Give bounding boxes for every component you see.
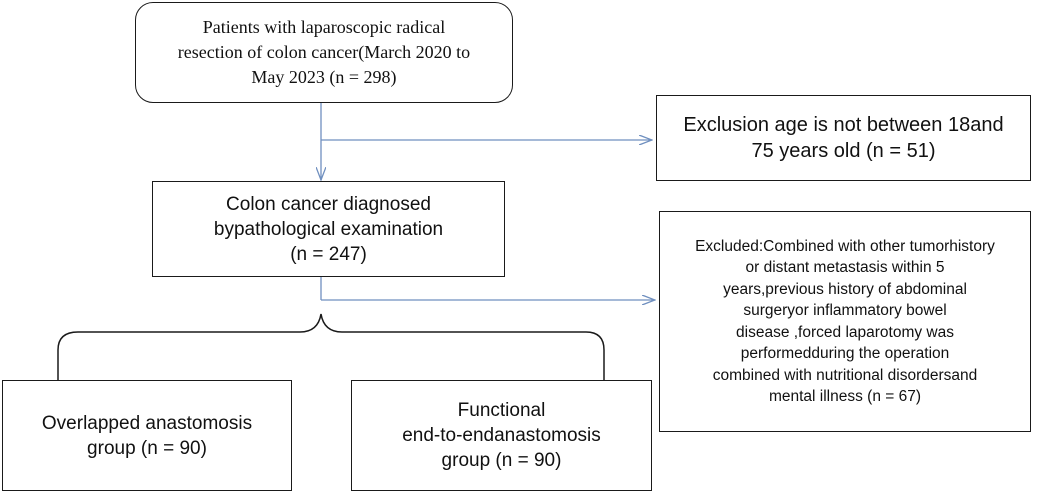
exclusion-age-box: Exclusion age is not between 18and 75 ye… bbox=[656, 95, 1031, 181]
diagnosed-box: Colon cancer diagnosed bypathological ex… bbox=[152, 181, 505, 277]
excluded-other-text: Excluded:Combined with other tumorhistor… bbox=[695, 237, 995, 406]
group-split-brace bbox=[57, 313, 605, 380]
excluded-other-box: Excluded:Combined with other tumorhistor… bbox=[659, 211, 1031, 432]
fe2e-group-text: Functional end-to-endanastomosis group (… bbox=[402, 400, 601, 471]
diagnosed-text: Colon cancer diagnosed bypathological ex… bbox=[213, 193, 444, 265]
fe2e-group-box: Functional end-to-endanastomosis group (… bbox=[351, 380, 652, 491]
exclusion-age-text: Exclusion age is not between 18and 75 ye… bbox=[683, 114, 1004, 162]
overlapped-group-box: Overlapped anastomosis group (n = 90) bbox=[2, 380, 292, 491]
patients-text: Patients with laparoscopic radical resec… bbox=[177, 17, 471, 87]
overlapped-group-text: Overlapped anastomosis group (n = 90) bbox=[41, 412, 253, 459]
patients-box: Patients with laparoscopic radical resec… bbox=[135, 2, 513, 103]
